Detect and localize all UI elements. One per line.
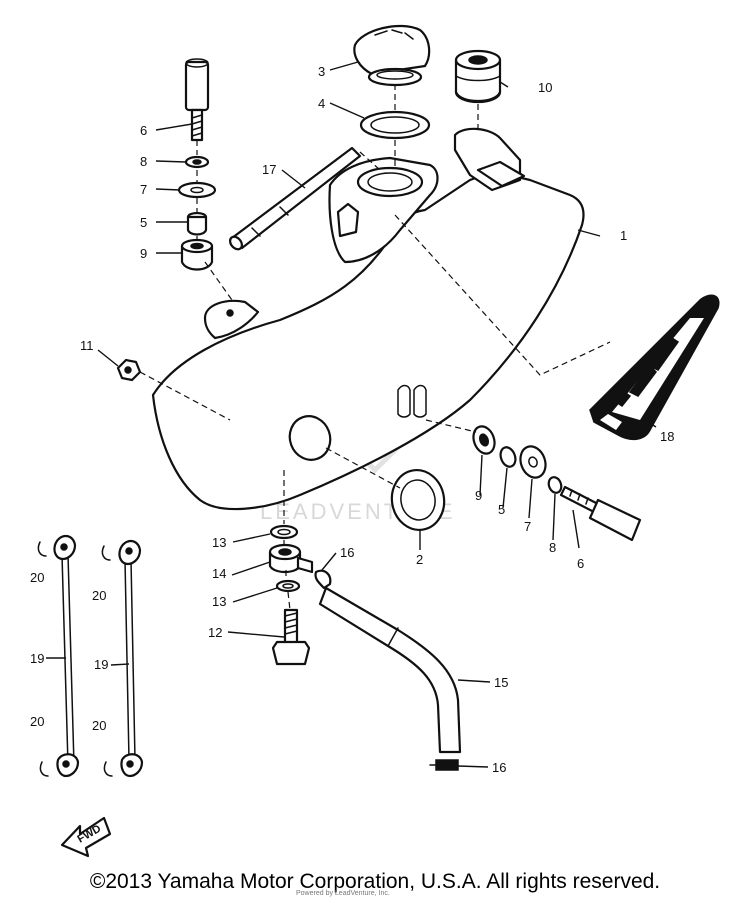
leader-lines (46, 61, 657, 768)
washer-13-upper (269, 524, 299, 540)
callout-20-lower-left: 20 (30, 714, 44, 729)
callout-11: 11 (80, 338, 94, 353)
callout-5-right: 5 (498, 502, 505, 517)
hose-clip-lower (429, 759, 459, 771)
callout-9-right: 9 (475, 488, 482, 503)
banjo-fitting (268, 543, 314, 574)
fuel-tank (151, 127, 585, 511)
fuel-cock-left (184, 58, 210, 142)
callout-12: 12 (208, 625, 222, 640)
callout-14: 14 (212, 566, 226, 581)
callout-13-lower: 13 (212, 594, 226, 609)
callout-7-right: 7 (524, 519, 531, 534)
filler-cap (353, 25, 431, 87)
callout-16-upper: 16 (340, 545, 354, 560)
bushing-5-left (186, 211, 208, 236)
washer-8-right (547, 476, 563, 494)
callout-2: 2 (416, 552, 423, 567)
grommet-9-right (472, 425, 496, 455)
callout-7-left: 7 (140, 182, 147, 197)
callout-5-left: 5 (140, 215, 147, 230)
cover-plate (390, 469, 446, 531)
callout-6-right: 6 (577, 556, 584, 571)
fuel-cock-right (559, 485, 642, 542)
fuel-hose (318, 586, 462, 754)
callout-16-lower: 16 (492, 760, 506, 775)
callout-9-left: 9 (140, 246, 147, 261)
callout-19-right: 19 (94, 657, 108, 672)
tank-strap-left (37, 534, 80, 778)
washer-8-left (184, 155, 210, 169)
callout-19-left: 19 (30, 651, 44, 666)
assembly-lines (139, 84, 611, 611)
grommet-9-left (180, 238, 214, 271)
callout-15: 15 (494, 675, 508, 690)
callout-13-upper: 13 (212, 535, 226, 550)
cap-gasket (359, 110, 431, 140)
callout-8-right: 8 (549, 540, 556, 555)
callout-18: 18 (660, 429, 674, 444)
callout-6-left: 6 (140, 123, 147, 138)
banjo-bolt (271, 608, 311, 666)
callout-20-lower-right: 20 (92, 718, 106, 733)
tank-strap-right (101, 539, 144, 778)
callout-4: 4 (318, 96, 325, 111)
fwd-arrow: FWD (60, 816, 112, 858)
callout-1: 1 (620, 228, 627, 243)
callout-20-upper-right: 20 (92, 588, 106, 603)
copyright-footer: ©2013 Yamaha Motor Corporation, U.S.A. A… (89, 870, 661, 893)
hex-nut (116, 358, 142, 382)
callouts: 3 4 10 6 8 7 5 9 17 1 11 18 2 9 5 7 8 6 … (30, 64, 674, 775)
breather-hose (228, 146, 362, 251)
washer-13-lower (275, 579, 301, 593)
bushing-5-right (499, 446, 517, 468)
hose-clip-upper (314, 569, 332, 590)
callout-3: 3 (318, 64, 325, 79)
powered-by-text: Powered by LeadVenture, Inc. (296, 890, 390, 897)
tank-emblem (589, 294, 720, 441)
callout-17: 17 (262, 162, 276, 177)
callout-20-upper-left: 20 (30, 570, 44, 585)
callout-8-left: 8 (140, 154, 147, 169)
washer-7-left (177, 181, 217, 199)
rear-damper (454, 49, 502, 104)
washer-7-right (519, 445, 547, 479)
callout-10: 10 (538, 80, 552, 95)
